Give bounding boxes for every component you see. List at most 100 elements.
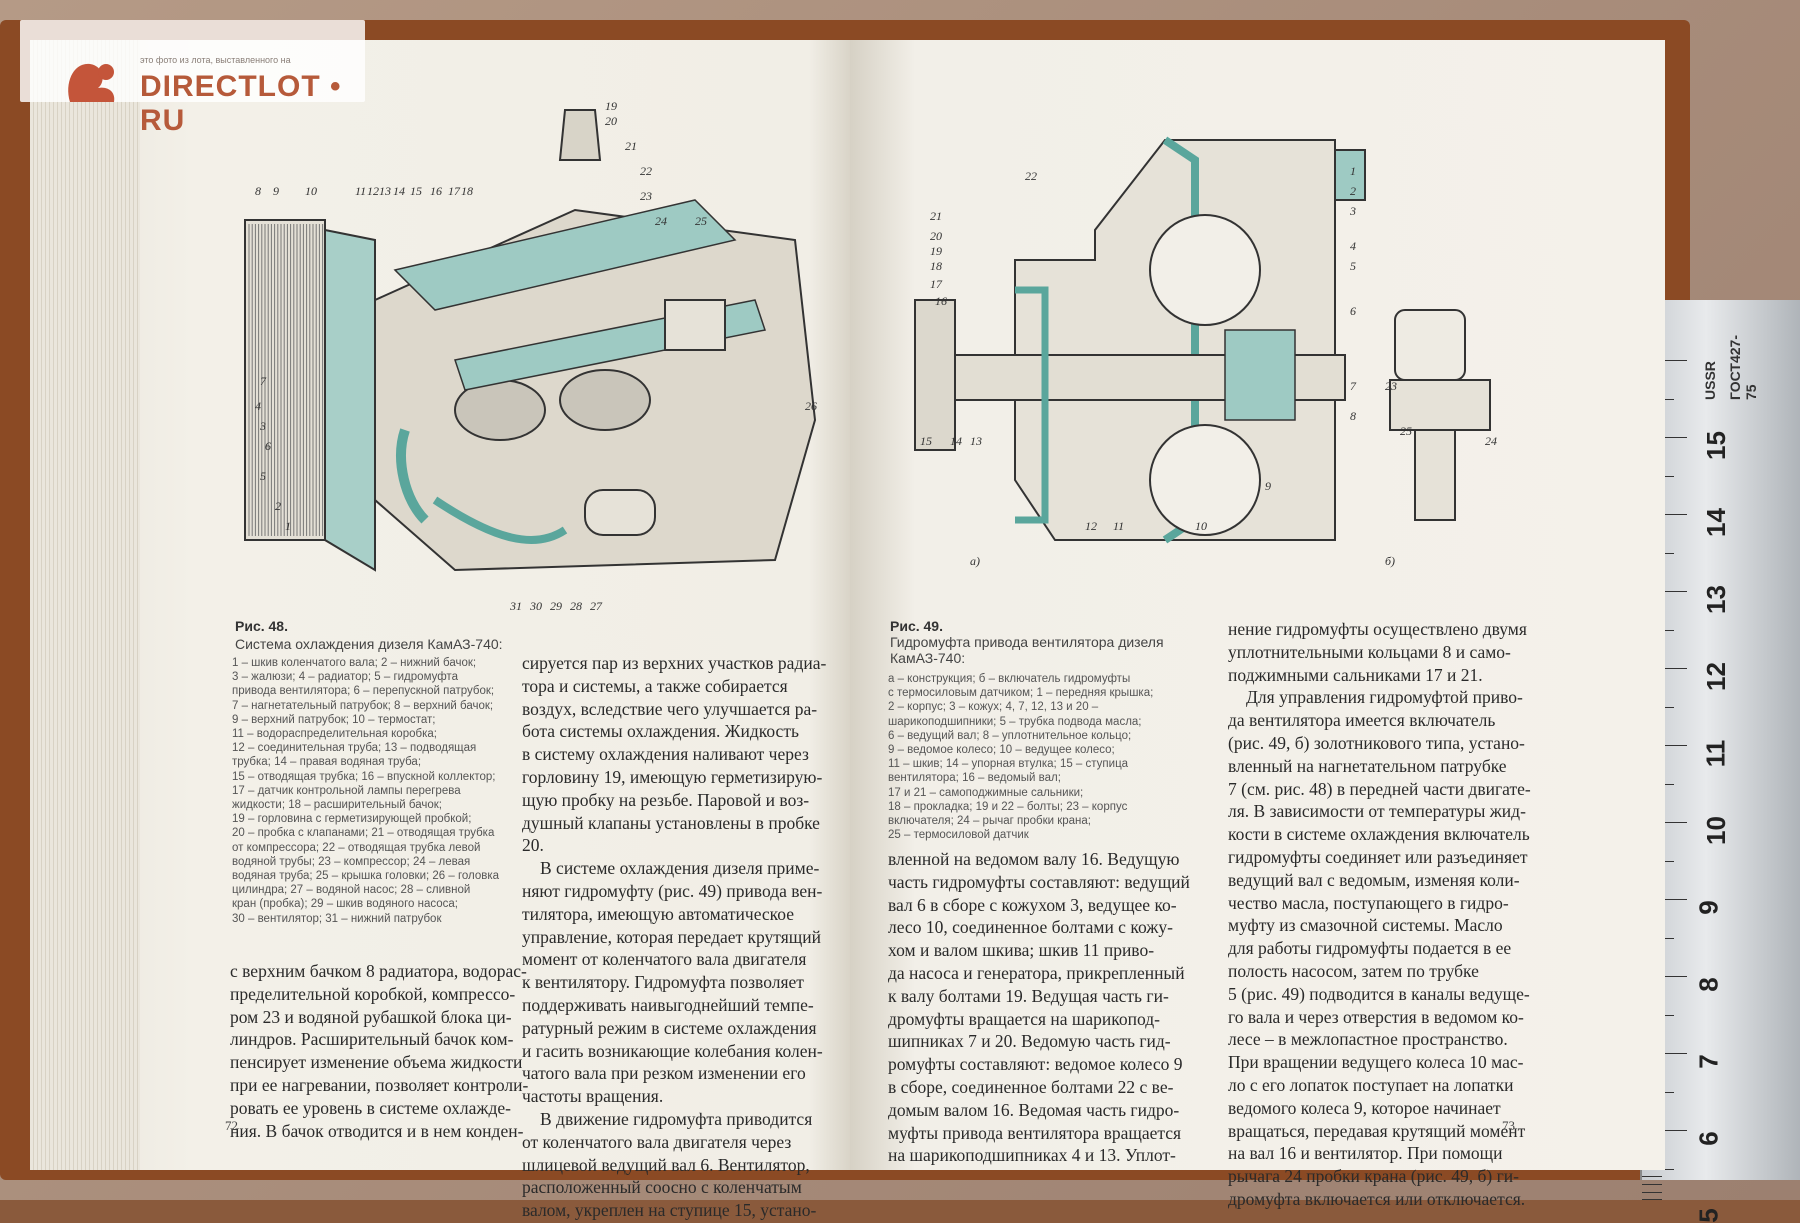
legend-line: 19 – горловина с герметизирующей пробкой… [232,813,472,826]
legend-line: 17 – датчик контрольной лампы перегрева [232,784,461,797]
legend-line: 11 – шкив; 14 – упорная втулка; 15 – сту… [888,758,1129,771]
callout-label: 21 [625,139,637,153]
text-line: для работы гидромуфты подается в ее [1228,938,1512,959]
text-line: ведущий вал с ведомым, изменяя коли- [1228,869,1520,890]
text-line: При вращении ведущего колеса 10 мас- [1228,1052,1524,1073]
callout-label: 1 [1350,164,1356,178]
legend-line: включателя; 24 – рычаг пробки крана; [888,815,1092,828]
callout-label: 29 [550,599,562,613]
legend-line: 6 – ведущий вал; 8 – уплотнительное коль… [888,729,1132,742]
ruler-number: 6 [1693,1131,1724,1146]
callout-label: 12 [1085,519,1097,533]
text-line: шипниках 7 и 20. Ведомую часть гид- [888,1031,1171,1052]
text-line: домым валом 16. Ведомая часть гидро- [888,1099,1180,1120]
callout-label: 2 [1350,184,1356,198]
legend-line: 15 – отводящая трубка; 16 – впускной кол… [232,770,496,783]
text-line: ратурный режим в системе охлаждения [522,1017,817,1038]
ruler-mark-ussr: USSR [1702,361,1718,400]
callout-label: 10 [1195,519,1207,533]
watermark-logo: DIRECTLOT • RU [140,70,342,137]
legend-line: 12 – соединительная труба; 13 – подводящ… [232,742,477,755]
text-line: при ее нагревании, позволяет контроли- [230,1074,529,1095]
legend-line: 7 – нагнетательный патрубок; 8 – верхний… [232,699,494,712]
callout-label: 11 [355,184,366,198]
callout-label: 22 [640,164,652,178]
text-line: ромуфты составляют: ведомое колесо 9 [888,1054,1183,1075]
text-line: лесе – в межлопастное пространство. [1228,1029,1508,1050]
callout-label: 25 [1400,424,1412,438]
callout-label: 7 [260,374,267,388]
callout-label: 17 [448,184,461,198]
callout-label: 24 [655,214,667,228]
text-line: тилятора, имеющую автоматическое [522,903,795,924]
callout-label: 16 [935,294,947,308]
text-line: расположенный соосно с коленчатым [522,1177,802,1198]
text-line: душный клапаны установлены в пробке [522,812,820,833]
callout-label: 18 [930,259,942,273]
text-line: и гасить возникающие колебания колен- [522,1040,823,1061]
ruler-number: 13 [1700,585,1731,614]
legend-line: 25 – термосиловой датчик [888,829,1029,842]
figure-49-legend: а – конструкция; б – включатель гидромуф… [888,672,1153,842]
figure-49-sub-a: а) [970,554,980,568]
callout-label: 17 [930,277,943,291]
ruler-number: 11 [1700,739,1731,768]
ruler-number: 15 [1700,431,1731,460]
text-line: нение гидромуфты осуществлено двумя [1228,619,1527,639]
callout-label: 15 [920,434,932,448]
callout-label: 20 [930,229,942,243]
legend-line: кран (пробка); 29 – шкив водяного насоса… [232,898,458,911]
text-line: ведомого колеса 9, которое начинает [1228,1097,1501,1118]
callout-label: 24 [1485,434,1497,448]
text-line: бота системы охлаждения. Жидкость [522,721,799,742]
text-line: пенсирует изменение объема жидкости [230,1052,523,1073]
figure-49-sub-b: б) [1385,554,1395,568]
callout-label: 22 [1025,169,1037,183]
radiator [244,219,376,572]
callout-label: 11 [1113,519,1124,533]
ruler-number: 10 [1700,816,1731,845]
text-line: линдров. Расширительный бачок ком- [230,1029,514,1050]
text-line: вал 6 в сборе с кожухом 3, ведущее ко- [888,894,1177,915]
text-line: на шарикоподшипниках 4 и 13. Уплот- [888,1145,1176,1166]
coupling-section [914,136,1366,544]
callout-label: 6 [1350,304,1356,318]
text-line: часть гидромуфты составляют: ведущий [888,871,1190,892]
callout-label: 13 [970,434,982,448]
figure-48-caption-subtitle: Система охлаждения дизеля КамАЗ-740: [235,636,503,652]
legend-line: водяная труба; 25 – крышка головки; 26 –… [232,870,500,883]
text-line: воздух, вследствие чего улучшается ра- [522,698,818,719]
callout-label: 25 [695,214,707,228]
callout-label: 23 [640,189,652,203]
callout-label: 2 [275,499,281,513]
text-line: от коленчатого вала двигателя через [522,1131,792,1152]
text-line: дромуфты вращается на шарикопод- [888,1008,1160,1029]
right-page-column-1: вленной на ведомом валу 16. Ведущую част… [888,848,1190,1167]
text-line: в сборе, соединенное болтами 22 с ве- [888,1076,1174,1097]
text-line: ло с его лопаток поступает на лопатки [1228,1074,1514,1095]
text-line: с верхним бачком 8 радиатора, водорас- [230,961,527,981]
ruler-number: 5 [1693,1208,1724,1223]
ruler-tick [1642,1191,1662,1193]
text-line: чатого вала при резком изменении его [522,1063,806,1084]
text-line: да насоса и генератора, прикрепленный [888,962,1185,983]
text-line: управление, которая передает крутящий [522,926,821,947]
text-line: уплотнительными кольцами 8 и само- [1228,641,1511,662]
callout-label: 7 [1350,379,1357,393]
callout-label: 26 [805,399,817,413]
callout-label: 27 [590,599,603,613]
text-line: валом, укреплен на ступице 15, устано- [522,1200,817,1221]
callout-label: 3 [1349,204,1356,218]
text-line: 5 (рис. 49) подводится в каналы ведуще- [1228,983,1530,1004]
ruler-tick [1642,1183,1662,1185]
text-line: (рис. 49, б) золотникового типа, устано- [1228,732,1525,753]
legend-line: 11 – водораспределительная коробка; [232,728,437,741]
callout-label: 15 [410,184,422,198]
callout-label: 18 [461,184,473,198]
callout-label: 14 [393,184,405,198]
text-line: на вал 16 и вентилятор. При помощи [1228,1143,1503,1164]
callout-label: 13 [379,184,391,198]
callout-label: 30 [529,599,542,613]
